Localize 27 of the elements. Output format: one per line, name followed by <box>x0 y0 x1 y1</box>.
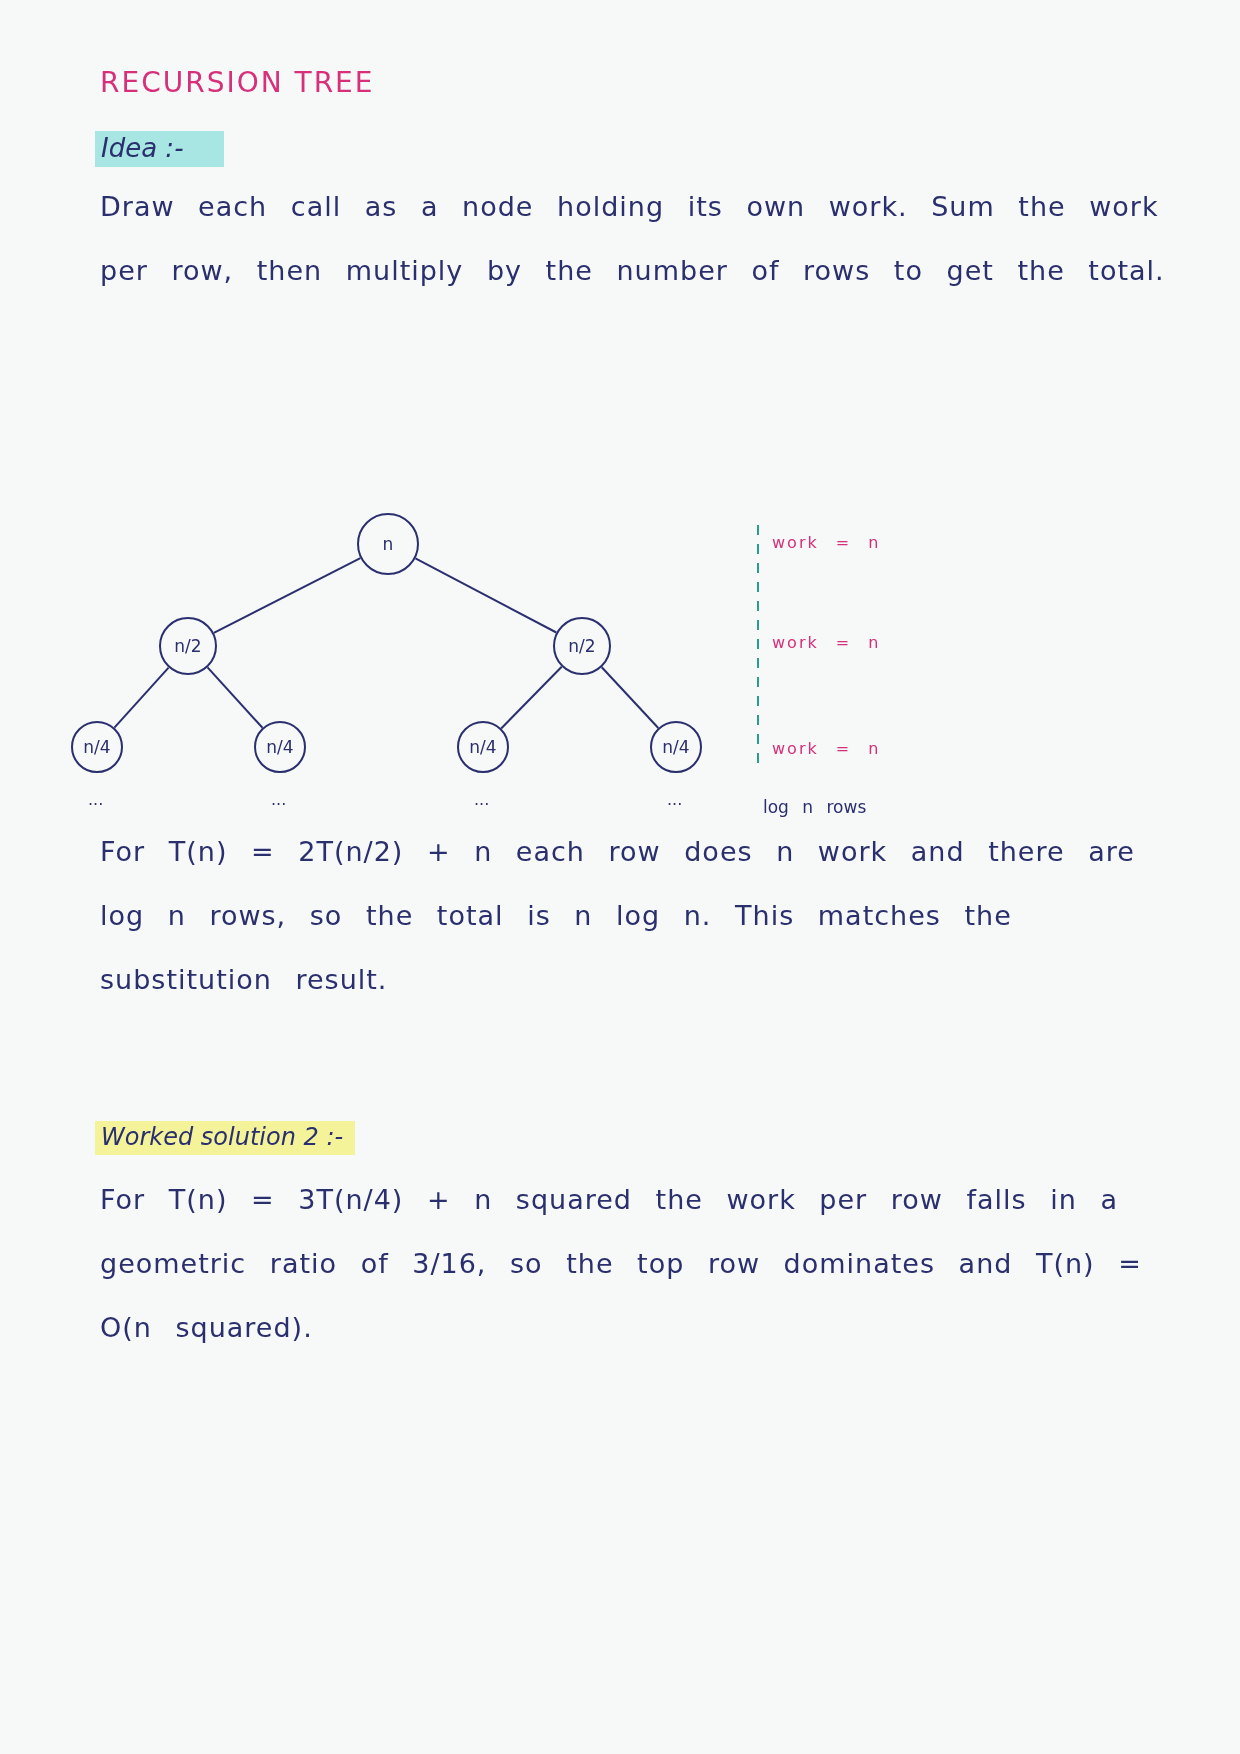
paragraph: For T(n) = 3T(n/4) + n squared the work per row falls in a geometric ratio of 3/16, so the top row dominates and T(n) = O(n squared). <box>100 1183 1143 1345</box>
tree-edge <box>500 665 563 730</box>
ellipsis: ... <box>667 790 683 809</box>
tree-node-circle: n/4 <box>254 721 306 773</box>
tree-edge <box>600 666 660 729</box>
section-heading: Idea :- <box>95 131 224 167</box>
ellipsis: ... <box>88 790 104 809</box>
ellipsis: ... <box>474 790 490 809</box>
paragraph: For T(n) = 2T(n/2) + n each row does n work and there are log n rows, so the total is n log n. This matches the substitution result. <box>100 835 1136 997</box>
tree-node-circle: n/4 <box>650 721 702 773</box>
title-text: RECURSION TREE <box>100 66 375 99</box>
tree-edge <box>206 666 264 729</box>
row-work-label: work = n <box>772 633 881 652</box>
row-work-label: work = n <box>772 739 881 758</box>
tree-node-circle: n/2 <box>159 617 217 675</box>
row-count-label: log n rows <box>763 797 867 817</box>
paragraph: Draw each call as a node holding its own work. Sum the work per row, then multiply by the number of rows to get the total. <box>100 190 1166 288</box>
tree-node-circle: n/4 <box>71 721 123 773</box>
tree-edge <box>414 557 558 634</box>
tree-node-circle: n/2 <box>553 617 611 675</box>
row-work-label: work = n <box>772 533 881 552</box>
tree-node-circle: n <box>357 513 419 575</box>
tree-node-circle: n/4 <box>457 721 509 773</box>
tree-edge <box>212 557 362 634</box>
ellipsis: ... <box>271 790 287 809</box>
tree-edge <box>113 666 170 729</box>
section-heading: Worked solution 2 :- <box>95 1121 356 1155</box>
